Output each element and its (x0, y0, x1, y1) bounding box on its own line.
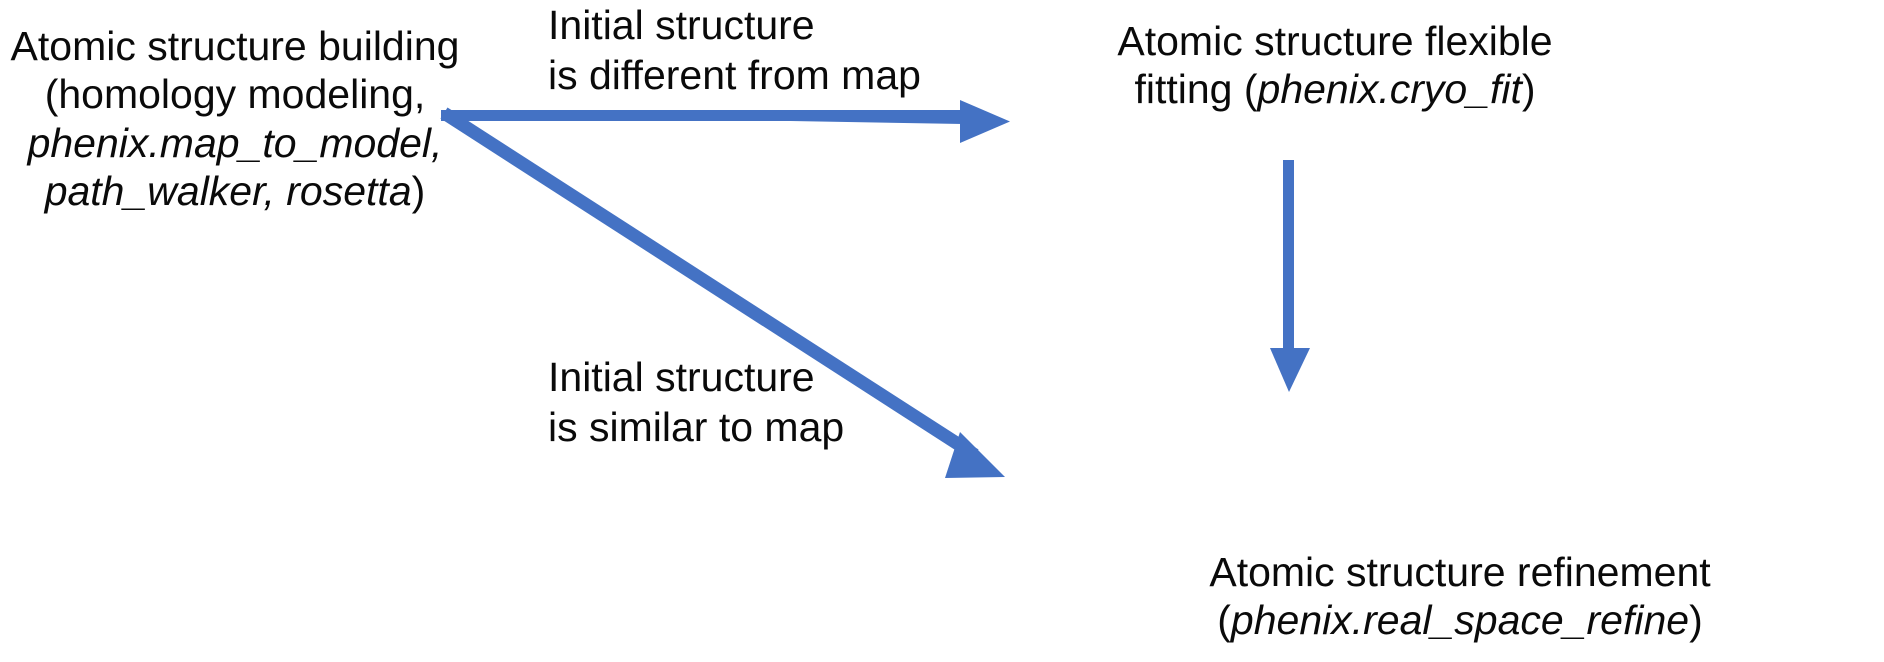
edge-label-similar-line-1: Initial structure (548, 354, 815, 400)
node-refine-line-2-suffix: ) (1689, 597, 1703, 644)
node-refine-command: phenix.real_space_refine (1230, 597, 1690, 644)
node-atomic-structure-refinement[interactable]: Atomic structure refinement (phenix.real… (1040, 548, 1880, 645)
node-fit-line-2-prefix: fitting ( (1134, 66, 1258, 113)
arrow-fit-to-refine (1270, 160, 1310, 392)
node-atomic-structure-building[interactable]: Atomic structure building (homology mode… (0, 22, 470, 216)
node-build-line-4: path_walker, rosetta) (0, 167, 470, 215)
node-build-line-1: Atomic structure building (10, 23, 460, 69)
edge-label-different-from-map: Initial structure is different from map (548, 0, 921, 100)
edge-label-similar-to-map: Initial structure is similar to map (548, 352, 844, 452)
node-build-line-2: (homology modeling, (44, 71, 426, 118)
node-refine-line-1: Atomic structure refinement (1209, 549, 1711, 595)
node-fit-line-1: Atomic structure flexible (1117, 18, 1553, 64)
arrow-build-to-fit (441, 100, 1010, 143)
node-refine-line-2: (phenix.real_space_refine) (1040, 596, 1880, 644)
node-atomic-structure-flexible-fitting[interactable]: Atomic structure flexible fitting (pheni… (1065, 17, 1605, 114)
edge-label-different-line-1: Initial structure (548, 2, 815, 48)
node-fit-line-2: fitting (phenix.cryo_fit) (1065, 65, 1605, 113)
node-build-line-4-italic: path_walker, rosetta (44, 168, 412, 215)
node-build-line-3: phenix.map_to_model, (27, 119, 443, 166)
arrow-build-to-refine (440, 107, 1005, 478)
node-refine-line-2-prefix: ( (1217, 597, 1231, 644)
edge-label-similar-line-2: is similar to map (548, 404, 845, 451)
edge-label-different-line-2: is different from map (548, 52, 921, 99)
node-fit-line-2-suffix: ) (1521, 66, 1536, 113)
node-build-line-4-paren: ) (411, 168, 426, 215)
node-fit-command: phenix.cryo_fit (1257, 66, 1522, 113)
